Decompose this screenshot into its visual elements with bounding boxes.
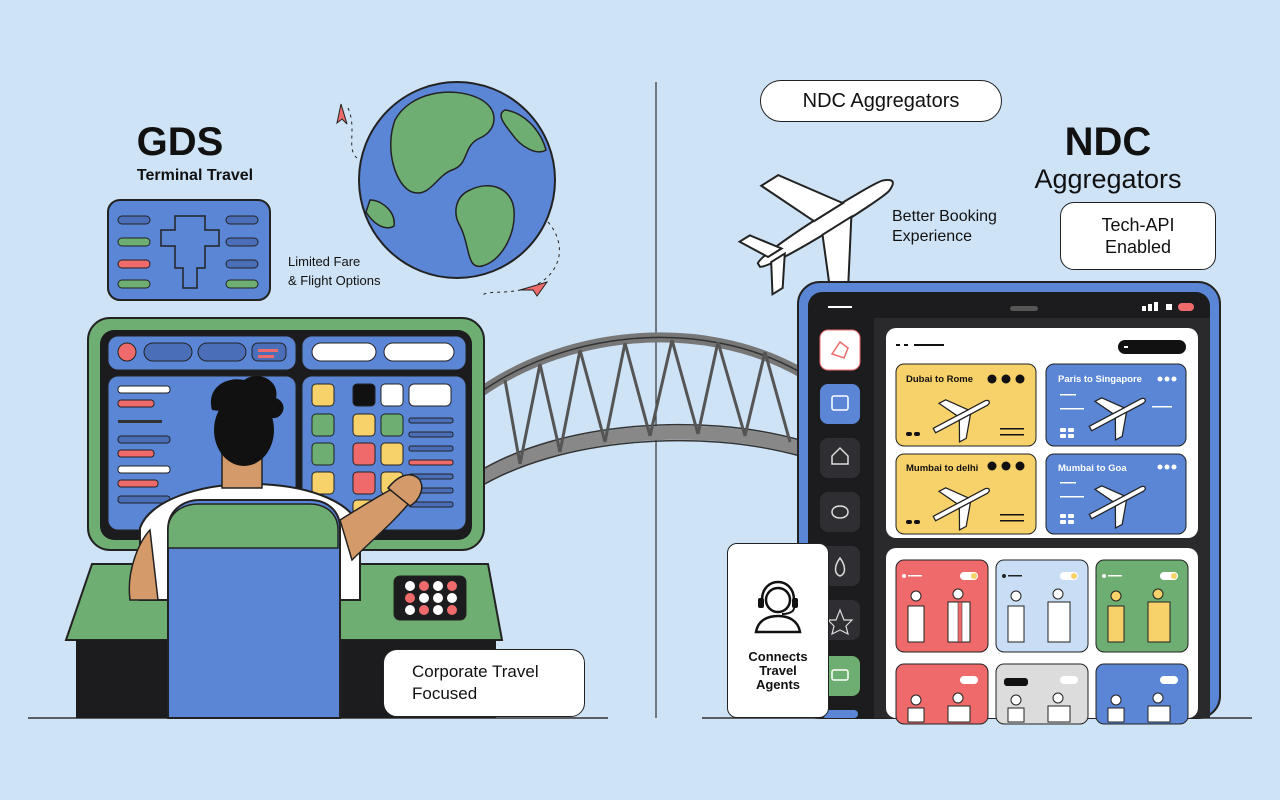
flight-card[interactable]: Mumbai to delhi bbox=[895, 453, 1037, 538]
headset-agent-icon bbox=[754, 580, 802, 634]
people-card-grey[interactable] bbox=[995, 663, 1089, 725]
flight-card-title: Paris to Singapore bbox=[1058, 374, 1142, 385]
airplane-icon bbox=[737, 174, 894, 300]
people-card-green[interactable] bbox=[1095, 559, 1189, 653]
flight-card-title: Mumbai to Goa bbox=[1058, 463, 1127, 474]
tech-api-box: Tech-API Enabled bbox=[1060, 202, 1216, 270]
paper-plane-icon-bottom bbox=[519, 281, 549, 297]
better-booking-line-1: Better Booking bbox=[892, 208, 997, 225]
people-card-blue-2[interactable] bbox=[1095, 663, 1189, 725]
airplane-icon bbox=[932, 399, 990, 443]
calendar-icon bbox=[831, 395, 849, 411]
ndc-title: NDC Aggregators bbox=[1008, 120, 1208, 194]
airplane-icon bbox=[1088, 485, 1146, 529]
limited-fare-line-1: Limited Fare bbox=[288, 254, 361, 269]
airplane-icon bbox=[1088, 397, 1146, 441]
flight-card-title: Mumbai to delhi bbox=[906, 463, 978, 474]
limited-fare-line-2: & Flight Options bbox=[288, 273, 381, 288]
sidebar-item-5[interactable] bbox=[820, 600, 860, 640]
sidebar-item-6[interactable] bbox=[820, 656, 860, 696]
people-card-red[interactable] bbox=[895, 559, 989, 653]
people-card-red-2[interactable] bbox=[895, 663, 989, 725]
ndc-title-line-2: Aggregators bbox=[1034, 164, 1182, 194]
sidebar-home-button[interactable] bbox=[820, 438, 860, 478]
connects-agents-box: Connects Travel Agents bbox=[727, 543, 829, 718]
better-booking-line-2: Experience bbox=[892, 228, 973, 245]
connects-line-1: Connects bbox=[748, 649, 808, 664]
corporate-line-2: Focused bbox=[412, 684, 478, 703]
flight-card-title: Dubai to Rome bbox=[906, 374, 973, 385]
globe-icon bbox=[347, 81, 560, 297]
corporate-travel-box: Corporate Travel Focused bbox=[383, 649, 585, 717]
people-card-blue[interactable] bbox=[995, 559, 1089, 653]
connects-line-3: Agents bbox=[755, 677, 801, 692]
sidebar-logo-button[interactable] bbox=[819, 329, 861, 371]
flight-card[interactable]: Mumbai to Goa bbox=[1045, 453, 1187, 536]
ndc-aggregators-pill: NDC Aggregators bbox=[760, 80, 1002, 122]
gds-title: GDS bbox=[136, 120, 224, 164]
corporate-line-1: Corporate Travel bbox=[412, 662, 539, 681]
search-pill[interactable] bbox=[1118, 340, 1186, 354]
connects-line-2: Travel bbox=[759, 663, 797, 678]
sidebar-item-4[interactable] bbox=[820, 546, 860, 586]
limited-fare-label: Limited Fare & Flight Options bbox=[288, 252, 408, 290]
travel-agent-person bbox=[128, 376, 423, 719]
better-booking-label: Better Booking Experience bbox=[892, 207, 1022, 247]
tech-api-line-1: Tech-API bbox=[1101, 215, 1175, 235]
gds-mini-screen bbox=[107, 199, 271, 301]
ndc-title-line-1: NDC bbox=[1064, 120, 1152, 164]
ndc-tablet: Dubai to Rome Paris to Singapore bbox=[797, 281, 1221, 725]
sidebar-calendar-button[interactable] bbox=[820, 384, 860, 424]
sidebar-item-3[interactable] bbox=[820, 492, 860, 532]
bridge-icon bbox=[466, 332, 803, 489]
flight-card[interactable]: Dubai to Rome bbox=[895, 363, 1037, 450]
tech-api-line-2: Enabled bbox=[1104, 237, 1172, 257]
airplane-icon bbox=[932, 487, 990, 531]
gds-subtitle: Terminal Travel bbox=[136, 167, 254, 184]
home-icon bbox=[831, 446, 849, 465]
paper-plane-icon-top bbox=[336, 103, 348, 125]
flight-card[interactable]: Paris to Singapore bbox=[1045, 363, 1187, 448]
